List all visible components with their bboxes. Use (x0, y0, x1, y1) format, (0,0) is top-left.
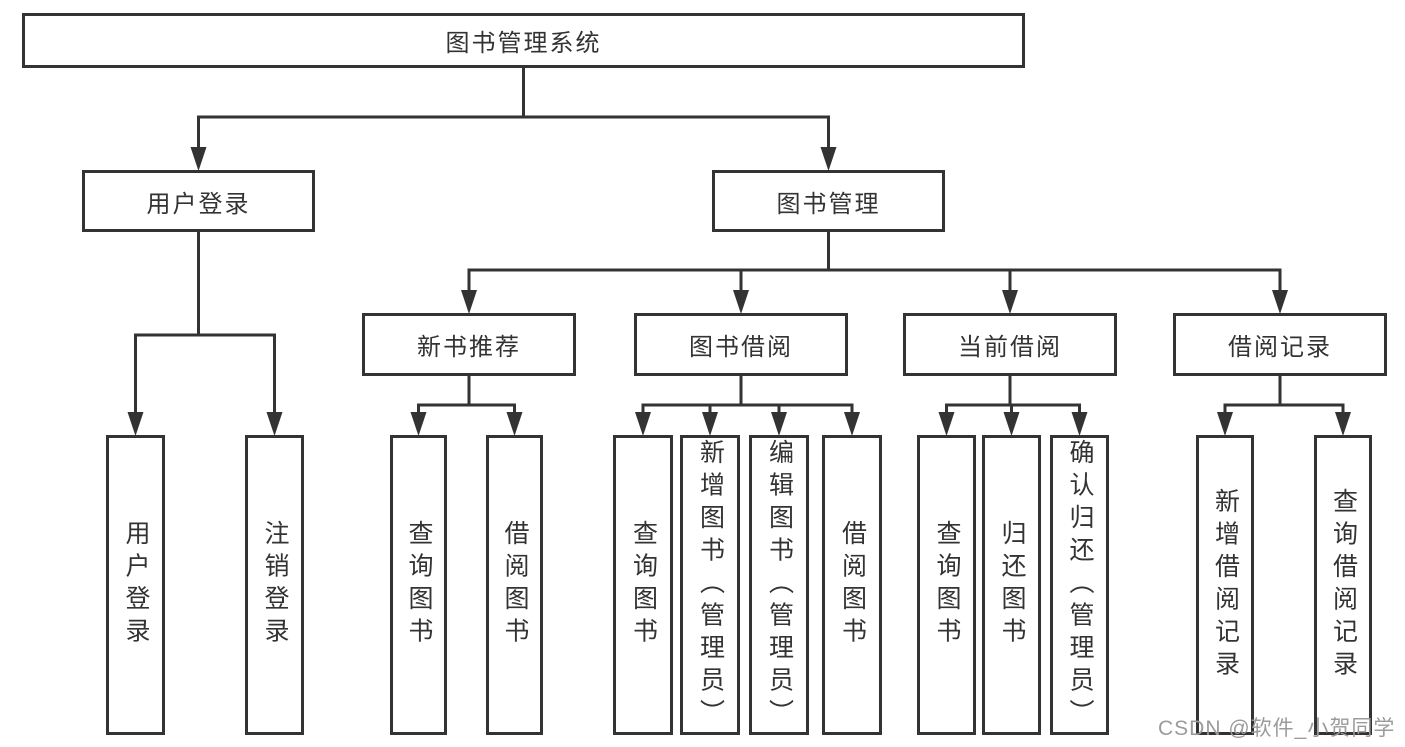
arrowhead-down-icon (1217, 412, 1233, 436)
node-bb-edit: 编辑图书（管理员） (749, 435, 809, 735)
arrowhead-down-icon (635, 412, 651, 436)
node-bb-borrow: 借阅图书 (822, 435, 882, 735)
arrowhead-down-icon (1335, 412, 1351, 436)
arrowhead-down-icon (506, 412, 523, 436)
arrowhead-down-icon (702, 412, 718, 436)
watermark: CSDN @软件_小贺同学 (1158, 717, 1396, 740)
arrowhead-down-icon (190, 147, 207, 171)
arrowhead-down-icon (461, 290, 477, 314)
node-label-br-add: 新增借阅记录 (1211, 487, 1240, 683)
node-label-book-mgmt: 图书管理 (776, 190, 881, 218)
node-bb-query: 查询图书 (613, 435, 673, 735)
node-label-bb-query: 查询图书 (629, 520, 658, 650)
node-br-add: 新增借阅记录 (1196, 435, 1254, 735)
arrowhead-down-icon (1272, 290, 1288, 314)
node-label-bb-add: 新增图书（管理员） (696, 438, 725, 732)
node-label-user-login: 用户登录 (122, 520, 150, 650)
node-bb-add: 新增图书（管理员） (680, 435, 740, 735)
node-nb-query: 查询图书 (390, 435, 447, 735)
node-label-bb-edit: 编辑图书（管理员） (765, 438, 794, 732)
node-user-login: 用户登录 (106, 435, 165, 735)
arrowhead-down-icon (844, 412, 860, 436)
node-label-user-logout: 注销登录 (261, 520, 289, 650)
node-label-cb-query: 查询图书 (933, 520, 961, 650)
node-borrow-record: 借阅记录 (1173, 313, 1387, 376)
arrowhead-down-icon (1003, 412, 1020, 436)
node-label-current-borrow: 当前借阅 (958, 334, 1062, 361)
node-label-book-borrow: 图书借阅 (689, 334, 793, 361)
node-label-br-query: 查询借阅记录 (1329, 487, 1358, 683)
arrowhead-down-icon (733, 290, 749, 314)
node-cb-confirm: 确认归还（管理员） (1050, 435, 1109, 735)
node-label-cb-confirm: 确认归还（管理员） (1066, 438, 1094, 732)
node-book-borrow: 图书借阅 (634, 313, 848, 376)
node-label-nb-query: 查询图书 (405, 520, 433, 650)
arrowhead-down-icon (938, 412, 955, 436)
node-user-logout: 注销登录 (245, 435, 304, 735)
arrowhead-down-icon (266, 412, 283, 436)
node-label-nb-borrow: 借阅图书 (501, 520, 529, 650)
node-nb-borrow: 借阅图书 (486, 435, 543, 735)
arrowhead-down-icon (410, 412, 427, 436)
arrowhead-down-icon (127, 412, 144, 436)
node-current-borrow: 当前借阅 (903, 313, 1117, 376)
node-cb-query: 查询图书 (917, 435, 976, 735)
node-label-new-book: 新书推荐 (417, 334, 521, 361)
node-label-cb-return: 归还图书 (998, 520, 1026, 650)
node-br-query: 查询借阅记录 (1314, 435, 1372, 735)
node-label-borrow-record: 借阅记录 (1228, 334, 1332, 361)
node-label-login-group: 用户登录 (146, 190, 251, 218)
node-system: 图书管理系统 (22, 13, 1025, 68)
node-new-book: 新书推荐 (362, 313, 576, 376)
node-cb-return: 归还图书 (982, 435, 1041, 735)
arrowhead-down-icon (820, 147, 837, 171)
arrowhead-down-icon (771, 412, 787, 436)
node-label-bb-borrow: 借阅图书 (838, 520, 867, 650)
node-book-mgmt: 图书管理 (712, 170, 945, 232)
arrowhead-down-icon (1071, 412, 1088, 436)
node-label-system: 图书管理系统 (445, 30, 602, 57)
arrowhead-down-icon (1002, 290, 1018, 314)
node-login-group: 用户登录 (82, 170, 315, 232)
